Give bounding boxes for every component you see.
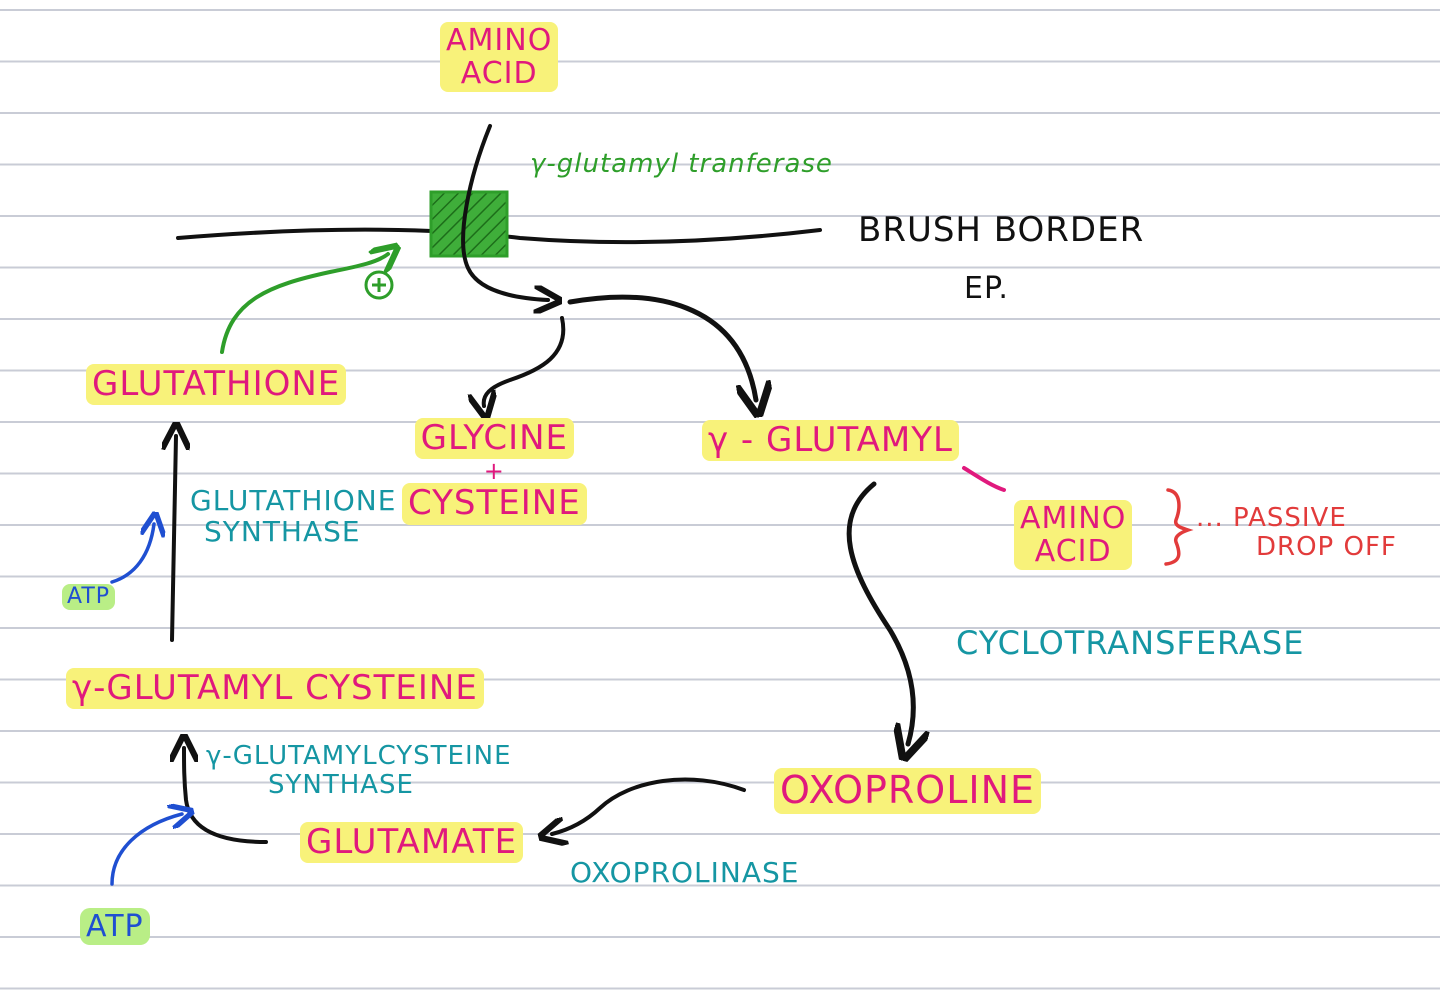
gamma-glutamyl-label: γ - GLUTAMYL	[702, 420, 959, 462]
arrow-amino-acid-into-cell	[461, 124, 548, 300]
arrow-to-glutamate	[552, 777, 746, 834]
glutathione-synthase-line-2: SYNTHASE	[204, 514, 361, 548]
arrow-to-gamma-glutamyl	[567, 294, 756, 400]
passive-drop-off-line-1: ... PASSIVE	[1196, 503, 1347, 533]
brush-border-membrane	[176, 227, 822, 245]
gamma-glutamylcysteine-synthase-line-2: SYNTHASE	[268, 769, 414, 800]
amino-acid-right-line-1: AMINO	[1020, 501, 1127, 536]
arrow-atp-lower	[110, 814, 182, 886]
cysteine-label: CYSTEINE	[402, 483, 587, 525]
glycine-cysteine-group: GLYCINE + CYSTEINE	[402, 418, 587, 525]
passive-drop-off-line-2: DROP OFF	[1256, 531, 1397, 562]
brace-passive-drop-off	[1164, 488, 1194, 566]
arrow-to-glycine-cysteine	[484, 316, 566, 406]
plus-label: +	[483, 457, 505, 486]
glutathione-synthase-line-1: GLUTATHIONE	[190, 484, 397, 517]
atp-lower-label: ATP	[80, 908, 150, 945]
glutathione-synthase-label: GLUTATHIONE SYNTHASE	[190, 484, 397, 548]
brush-border-label: BRUSH BORDER	[858, 210, 1145, 250]
oxoprolinase-label: OXOPROLINASE	[570, 856, 800, 889]
glutathione-label: GLUTATHIONE	[86, 364, 347, 406]
gamma-glutamylcysteine-synthase-label: γ-GLUTAMYLCYSTEINE SYNTHASE	[206, 742, 512, 799]
gamma-glutamyl-transferase-label: γ-glutamyl tranferase	[530, 149, 833, 179]
arrow-glutathione-activates-transferase	[220, 254, 388, 354]
amino-acid-top-label: AMINO ACID	[440, 22, 559, 92]
cyclotransferase-label: CYCLOTRANSFERASE	[956, 624, 1305, 662]
gamma-glutamylcysteine-synthase-line-1: γ-GLUTAMYLCYSTEINE	[206, 741, 512, 771]
amino-acid-top-line-1: AMINO	[446, 23, 553, 58]
oxoproline-label: OXOPROLINE	[774, 768, 1042, 814]
gamma-glutamylcysteine-label: γ-GLUTAMYL CYSTEINE	[66, 668, 484, 710]
glutamate-label: GLUTAMATE	[300, 822, 524, 864]
amino-acid-top-line-2: ACID	[460, 56, 538, 91]
arrow-to-glutathione	[172, 436, 176, 642]
circled-plus-icon	[364, 270, 394, 300]
link-gamma-glutamyl-amino-acid	[962, 466, 1006, 492]
passive-drop-off-label: ... PASSIVE DROP OFF	[1196, 504, 1397, 561]
amino-acid-right-label: AMINO ACID	[1014, 500, 1133, 570]
atp-upper-label: ATP	[62, 584, 116, 611]
arrow-to-oxoproline	[846, 481, 913, 744]
ep-label: EP.	[964, 271, 1009, 306]
amino-acid-right-line-2: ACID	[1034, 534, 1112, 569]
glycine-label: GLYCINE	[414, 418, 575, 460]
arrow-atp-upper	[110, 524, 154, 584]
